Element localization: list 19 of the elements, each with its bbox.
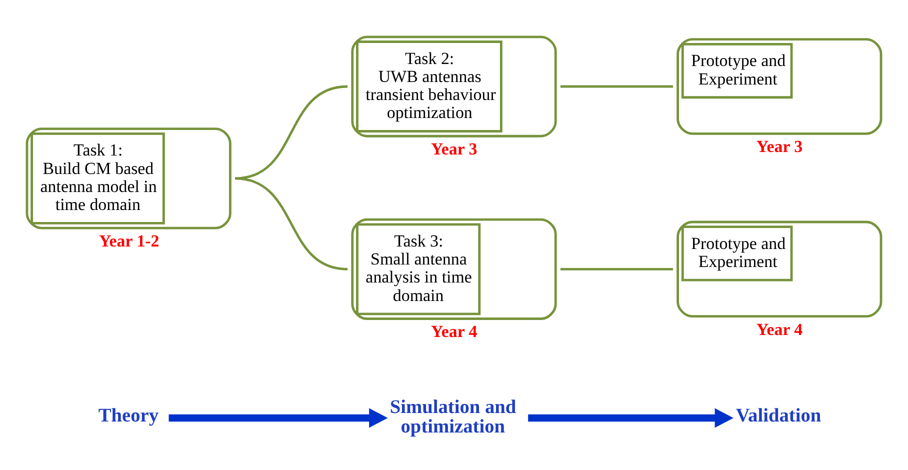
connector bbox=[560, 85, 673, 88]
connector bbox=[560, 268, 673, 270]
node-label: Year 3 bbox=[756, 137, 803, 156]
node-box: Task 2: UWB antennas transient behaviour optimization bbox=[351, 36, 557, 138]
node-label: Year 4 bbox=[756, 320, 803, 339]
node-text: Validation bbox=[736, 405, 822, 426]
connector bbox=[234, 85, 348, 180]
node-text: Theory bbox=[98, 405, 159, 426]
node-text: Simulation and optimization bbox=[390, 396, 516, 438]
node-label: Year 3 bbox=[431, 139, 478, 158]
node-label: Year 1-2 bbox=[98, 231, 160, 250]
arrow bbox=[528, 408, 734, 428]
node-box: Prototype and Experiment bbox=[676, 220, 882, 318]
node-box: Prototype and Experiment bbox=[676, 38, 882, 135]
node-box: Task 1: Build CM based antenna model in time domain bbox=[26, 128, 232, 230]
connector bbox=[234, 177, 348, 270]
arrow bbox=[168, 408, 388, 428]
node-box: Task 3: Small antenna analysis in time domain bbox=[351, 218, 557, 320]
node-label: Year 4 bbox=[431, 322, 478, 342]
